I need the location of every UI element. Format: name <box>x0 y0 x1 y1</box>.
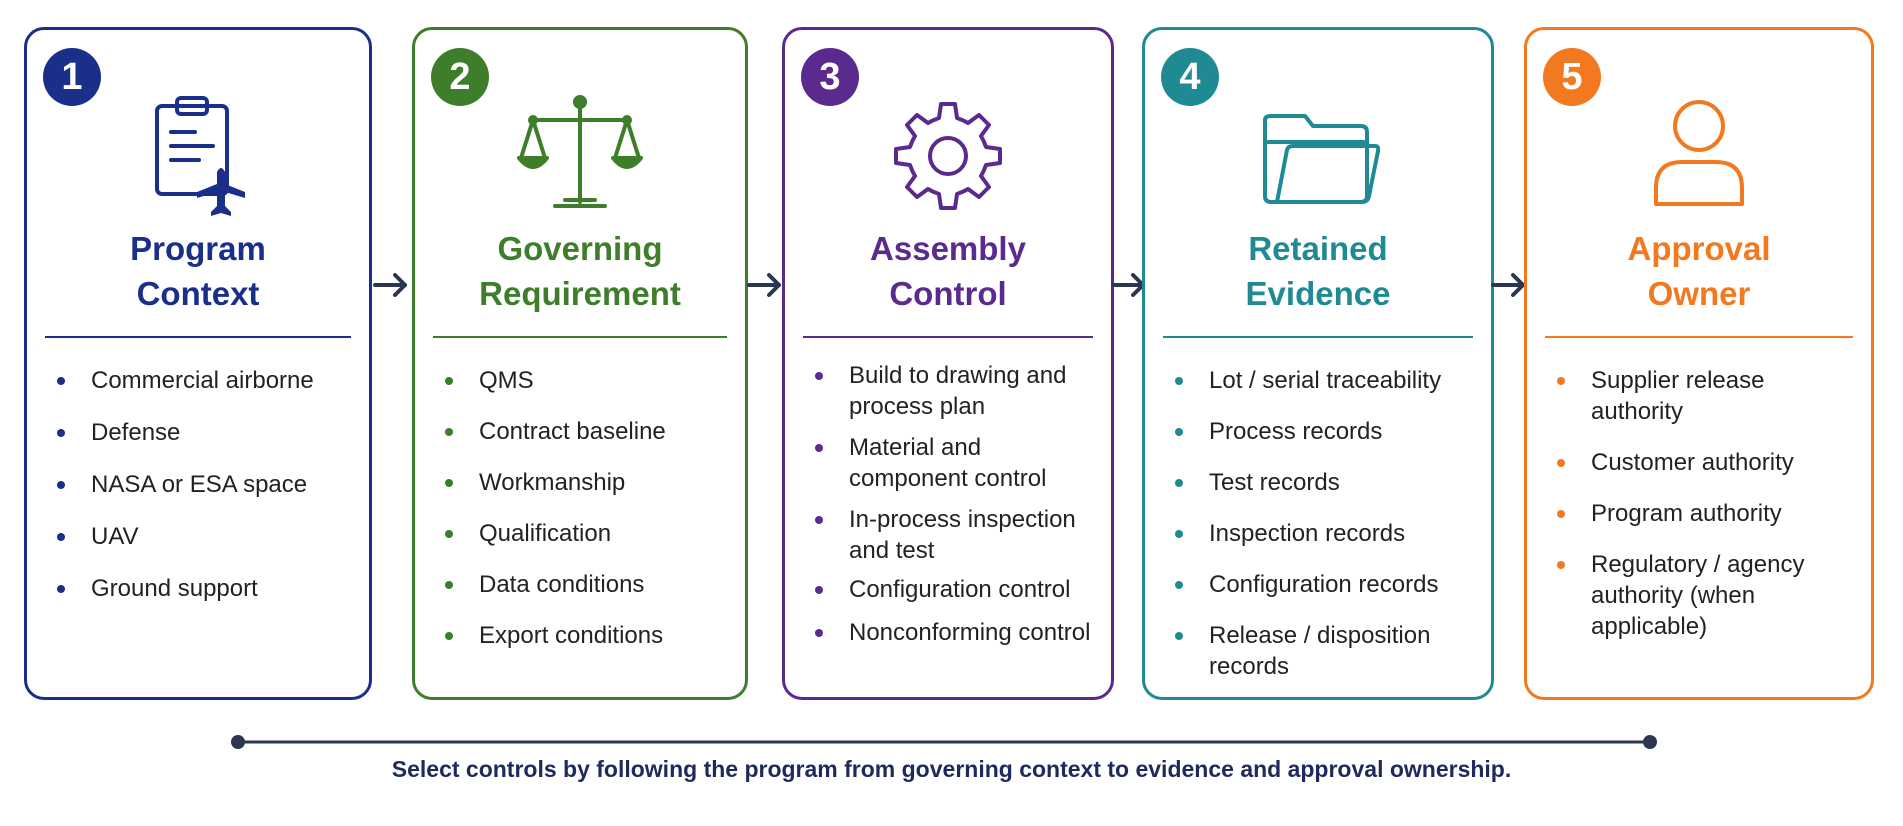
list-item: Process records <box>1169 416 1479 447</box>
step-number-badge: 5 <box>1543 48 1601 106</box>
list-item: Material and component control <box>809 432 1099 494</box>
folder-icon <box>1263 114 1381 204</box>
list-item: Data conditions <box>439 569 733 600</box>
list-item: UAV <box>51 521 357 552</box>
list-item: Regulatory / agency authority (when appl… <box>1551 549 1859 642</box>
step-number-badge: 2 <box>431 48 489 106</box>
list-item: Export conditions <box>439 620 733 651</box>
list-item: Commercial airborne <box>51 365 357 396</box>
arrow-right-icon <box>747 273 781 297</box>
timeline-line <box>231 735 1657 749</box>
list-item: Defense <box>51 417 357 448</box>
step-number-badge: 3 <box>801 48 859 106</box>
bullet-list: QMS Contract baseline Workmanship Qualif… <box>439 365 733 651</box>
list-item: Supplier release authority <box>1551 365 1859 427</box>
list-item: In-process inspection and test <box>809 504 1099 566</box>
list-item: Build to drawing and process plan <box>809 360 1099 422</box>
divider <box>803 336 1093 338</box>
user-icon <box>1654 100 1744 206</box>
list-item: Workmanship <box>439 467 733 498</box>
list-item: QMS <box>439 365 733 396</box>
bullet-list: Build to drawing and process plan Materi… <box>809 360 1099 648</box>
list-item: Nonconforming control <box>809 617 1099 648</box>
balance-scale-icon <box>517 95 643 208</box>
caption-text: Select controls by following the program… <box>391 756 1512 782</box>
list-item: Contract baseline <box>439 416 733 447</box>
list-item: Lot / serial traceability <box>1169 365 1479 396</box>
list-item: NASA or ESA space <box>51 469 357 500</box>
clipboard-airplane-icon <box>155 96 245 216</box>
divider <box>1545 336 1853 338</box>
gear-icon <box>894 102 1002 210</box>
list-item: Release / disposition records <box>1169 620 1479 682</box>
bullet-list: Supplier release authority Customer auth… <box>1551 365 1859 642</box>
divider <box>433 336 727 338</box>
list-item: Program authority <box>1551 498 1859 529</box>
list-item: Customer authority <box>1551 447 1859 478</box>
arrow-right-icon <box>373 273 407 297</box>
divider <box>1163 336 1473 338</box>
list-item: Configuration records <box>1169 569 1479 600</box>
list-item: Inspection records <box>1169 518 1479 549</box>
list-item: Configuration control <box>809 574 1099 605</box>
bullet-list: Lot / serial traceability Process record… <box>1169 365 1479 682</box>
bullet-list: Commercial airborne Defense NASA or ESA … <box>51 365 357 604</box>
step-number-badge: 1 <box>43 48 101 106</box>
step-number-badge: 4 <box>1161 48 1219 106</box>
arrow-right-icon <box>1491 273 1525 297</box>
list-item: Ground support <box>51 573 357 604</box>
divider <box>45 336 351 338</box>
list-item: Test records <box>1169 467 1479 498</box>
list-item: Qualification <box>439 518 733 549</box>
